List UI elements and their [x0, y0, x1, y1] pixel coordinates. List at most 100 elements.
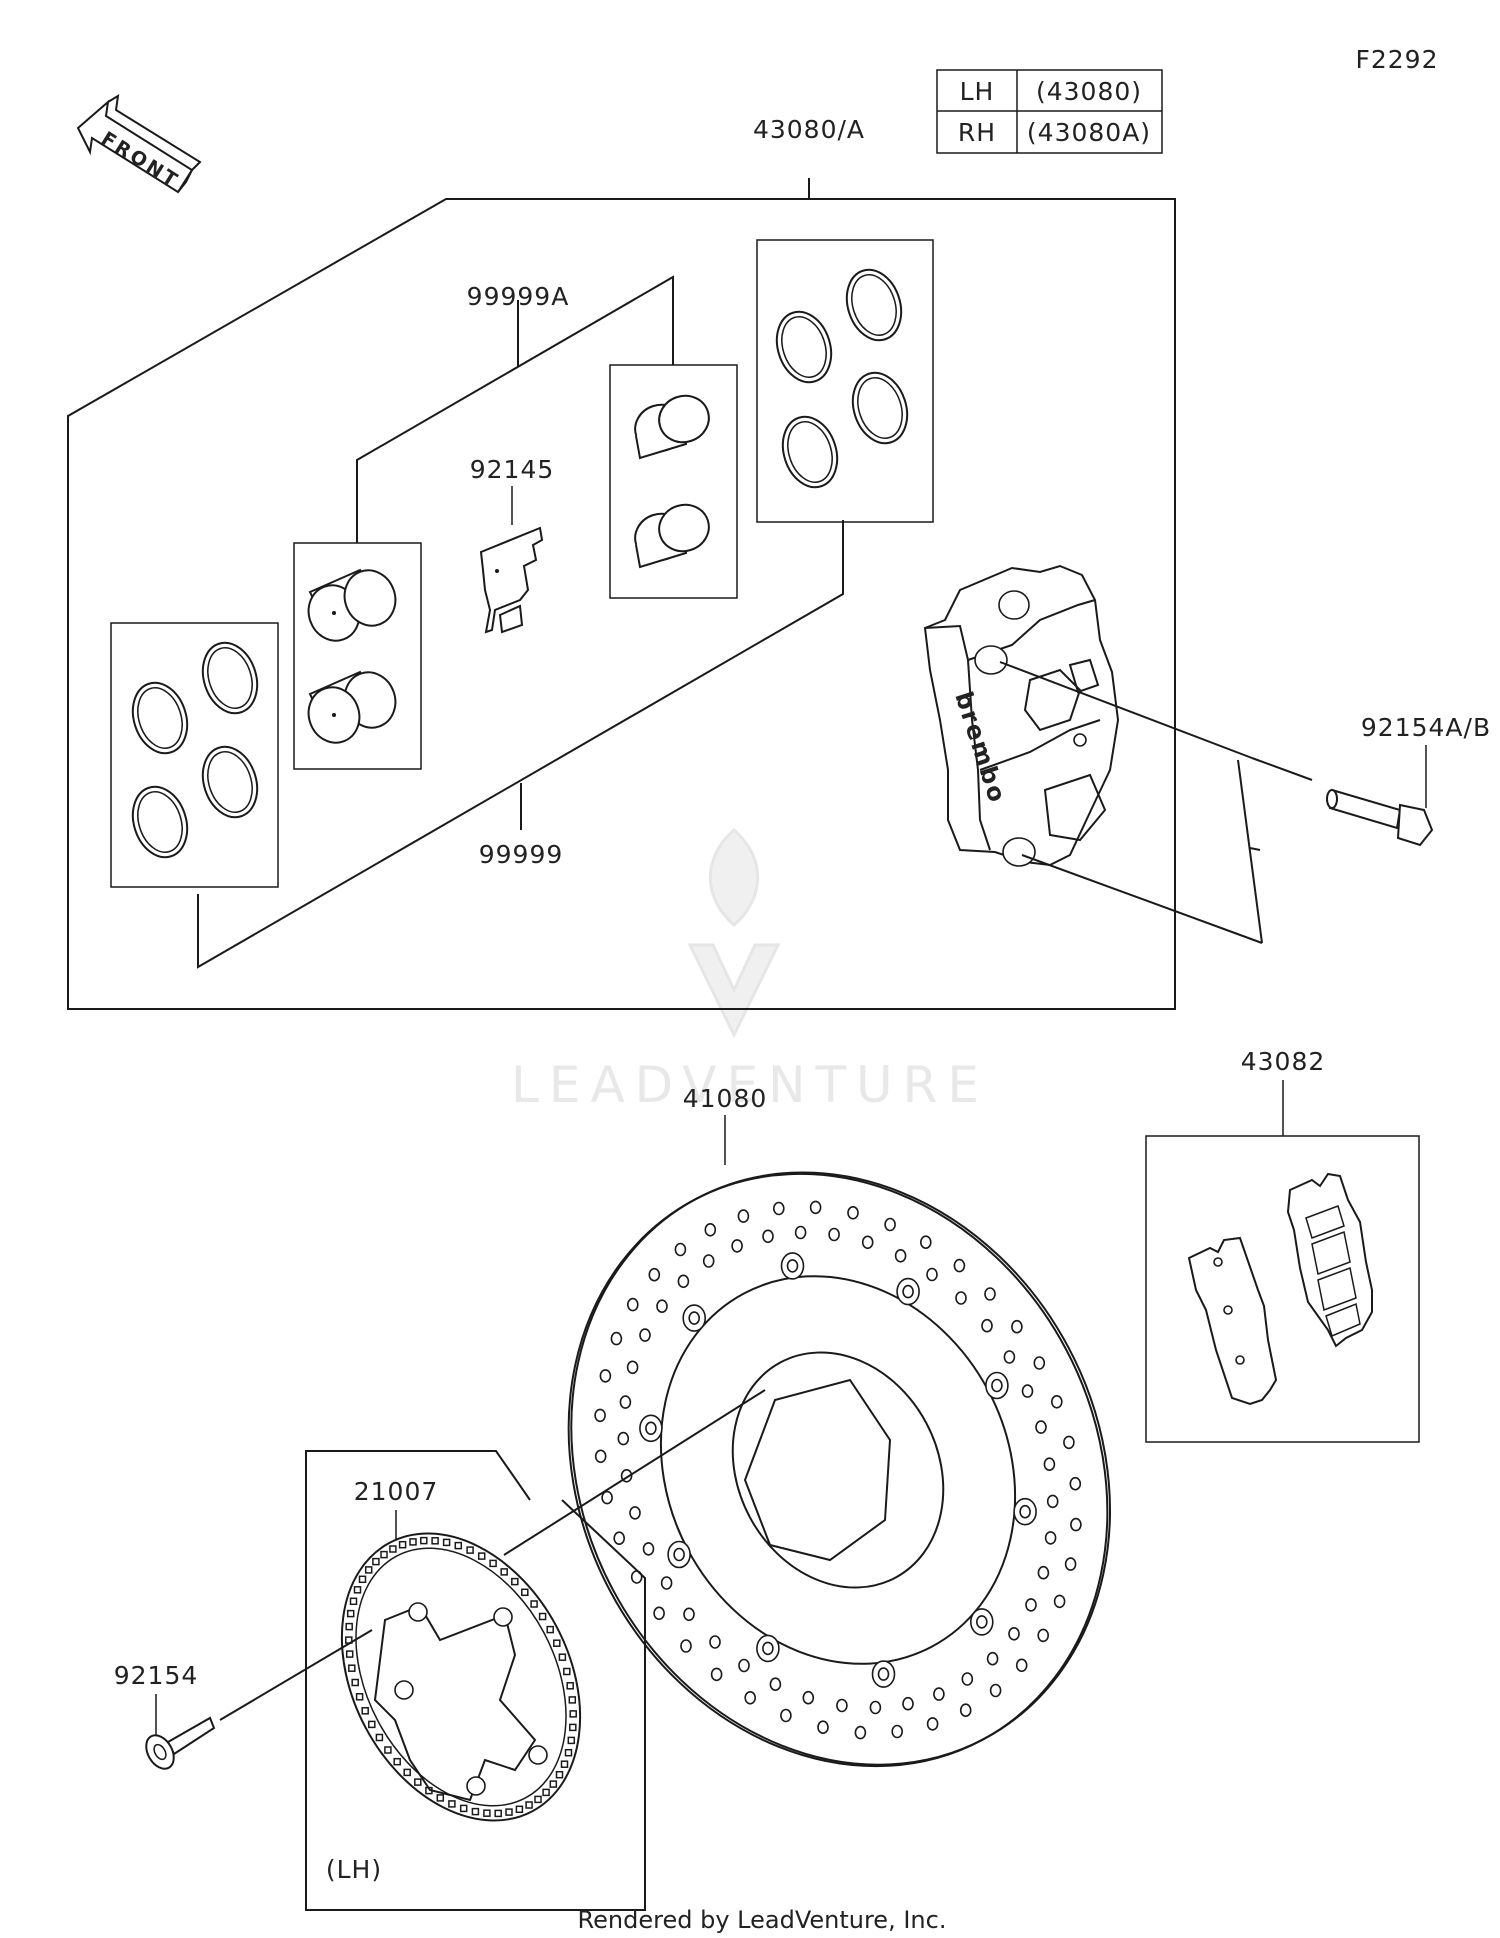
rotor-tooth [375, 1733, 384, 1742]
piston-box-large [293, 542, 422, 770]
rotor-tooth [393, 1757, 401, 1766]
rotor-tooth [420, 1536, 428, 1545]
disc-hole [629, 1506, 641, 1520]
disc-hole [1025, 1598, 1037, 1612]
side-table: LH (43080) RH (43080A) [936, 69, 1163, 154]
disc-hole [955, 1291, 967, 1305]
disc-hole [660, 1576, 673, 1590]
disc-float-button-center [877, 1667, 890, 1681]
side-table-lh: LH [960, 77, 995, 106]
side-table-rh-part: (43080A) [1027, 118, 1151, 147]
lh-note: (LH) [326, 1855, 382, 1884]
callout-caliper-bolt: 92154A/B [1361, 713, 1491, 742]
disc-hole [802, 1690, 815, 1705]
disc-hole [1033, 1356, 1046, 1370]
rotor-tooth [358, 1575, 367, 1584]
disc-hole [1008, 1627, 1020, 1641]
brake-pad-set: 43082 [1145, 1047, 1420, 1443]
rotor-tooth [505, 1808, 513, 1816]
rotor-tooth [403, 1768, 411, 1777]
rotor-tooth [364, 1566, 373, 1574]
disc-float-button-center [762, 1641, 774, 1656]
disc-float-button-center [673, 1547, 685, 1562]
rotor-tooth [431, 1537, 439, 1545]
disc-hole [1011, 1319, 1023, 1334]
disc-hole [1037, 1628, 1049, 1643]
disc-hole [772, 1201, 785, 1216]
rotor-tooth [346, 1609, 355, 1618]
rotor-tooth [521, 1588, 529, 1597]
rotor-tooth [442, 1538, 451, 1547]
callout-seal-kit-a: 99999A [467, 282, 570, 311]
disc-float-button-center [902, 1284, 914, 1299]
disc-hole [1015, 1658, 1028, 1673]
disc-float-button-center [645, 1421, 657, 1436]
disc-hole [953, 1258, 966, 1273]
rotor-tooth [564, 1748, 573, 1757]
disc-hole [836, 1698, 848, 1713]
disc-hole [683, 1607, 695, 1622]
disc-hole [919, 1235, 932, 1249]
rotor-tooth [558, 1653, 567, 1661]
disc-float-button-center [975, 1615, 988, 1629]
disc-hole [599, 1369, 612, 1383]
callout-disc: 41080 [683, 1084, 768, 1113]
front-arrow-icon: FRONT [76, 94, 202, 194]
rotor-tooth [555, 1770, 564, 1779]
rotor-tooth [372, 1557, 380, 1566]
disc-hole [594, 1449, 607, 1464]
rotor-tooth [351, 1678, 359, 1687]
disc-hole [1063, 1435, 1075, 1450]
disc-hole [984, 1287, 996, 1301]
disc-hole [961, 1672, 974, 1686]
disc-hole [869, 1700, 882, 1715]
disc-hole [744, 1691, 757, 1705]
rotor-tooth [389, 1545, 397, 1553]
disc-hole [817, 1720, 829, 1734]
disc-hole [1070, 1517, 1082, 1532]
disc-hole [847, 1206, 859, 1220]
rotor-tooth [525, 1801, 533, 1809]
disc-hole [809, 1200, 822, 1215]
rotor-tooth [515, 1805, 524, 1814]
rotor-tooth [534, 1795, 542, 1804]
callout-pad-set: 43082 [1241, 1047, 1326, 1076]
rotor-tooth [355, 1693, 364, 1701]
disc-hole [642, 1542, 655, 1556]
seal-kit-a-bracket: 99999A [356, 275, 674, 543]
rotor-tooth [409, 1538, 417, 1546]
disc-hole [902, 1696, 914, 1711]
disc-hole [653, 1606, 665, 1621]
disc-hole [894, 1249, 907, 1263]
disc-hole [891, 1724, 904, 1739]
rotor-tooth [459, 1804, 468, 1813]
disc-hole [1043, 1457, 1056, 1471]
seal-kit-bracket: 99999 [197, 520, 844, 969]
disc-hole [738, 1658, 750, 1673]
disc-hole [1037, 1565, 1050, 1580]
seal-ring-box-left [110, 622, 279, 888]
disc-hole [1069, 1476, 1082, 1491]
rotor-tooth [569, 1710, 577, 1718]
pad-spring-part: 92145 [470, 455, 553, 634]
rotor-tooth [345, 1622, 353, 1631]
rotor-tooth [511, 1577, 519, 1586]
disc-hole [626, 1360, 639, 1375]
rotor-tooth [538, 1612, 547, 1621]
disc-hole [1003, 1350, 1016, 1364]
footer-credit: Rendered by LeadVenture, Inc. [578, 1906, 947, 1934]
disc-hole [704, 1223, 717, 1237]
rotor-tooth [384, 1746, 392, 1754]
disc-hole [1064, 1557, 1077, 1571]
disc-hole [610, 1331, 623, 1346]
disc-hole [617, 1431, 630, 1446]
rotor-tooth [542, 1788, 550, 1797]
rotor-tooth [380, 1550, 388, 1559]
rotor-tooth [448, 1800, 456, 1808]
rotor-tooth [348, 1664, 356, 1672]
disc-hole [710, 1667, 723, 1682]
disc-bolt-part: 92154 [114, 1629, 373, 1770]
disc-hole [639, 1328, 651, 1342]
disc-hole [709, 1635, 721, 1649]
